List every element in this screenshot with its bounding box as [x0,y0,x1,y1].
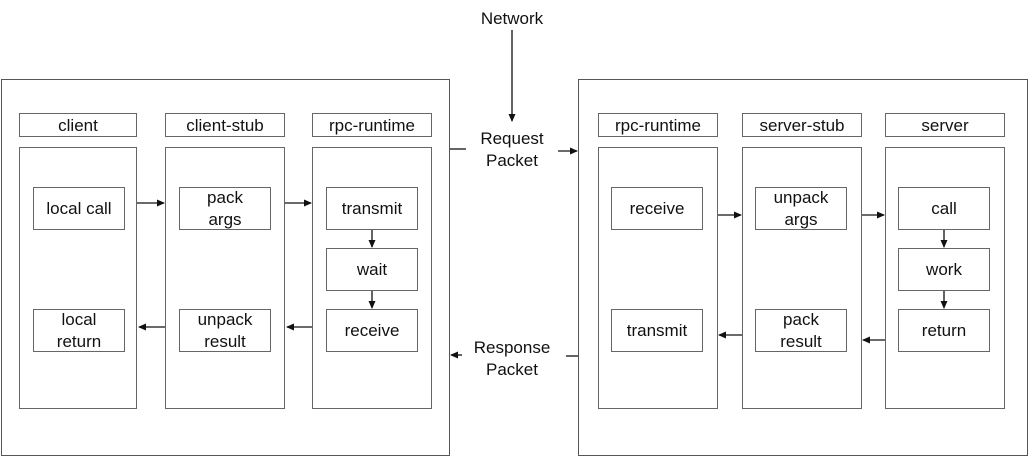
client-transmit-box: transmit [326,187,418,230]
server-transmit-box: transmit [611,309,703,352]
network-label: Network [480,9,544,28]
unpack-result-box: unpack result [179,309,271,352]
request-packet-label: Request Packet [480,129,544,170]
local-return-box: local return [33,309,125,352]
server-receive-box: receive [611,187,703,230]
client-wait-box: wait [326,248,418,291]
pack-args-box: pack args [179,187,271,230]
server-rpc-runtime-header: rpc-runtime [598,113,718,137]
server-stub-header: server-stub [742,113,862,137]
server-header: server [885,113,1005,137]
client-header: client [19,113,137,137]
client-rpc-runtime-header: rpc-runtime [312,113,432,137]
client-stub-header: client-stub [165,113,285,137]
response-packet-label: Response Packet [473,338,551,379]
pack-result-box: pack result [755,309,847,352]
client-receive-box: receive [326,309,418,352]
server-return-box: return [898,309,990,352]
server-work-box: work [898,248,990,291]
unpack-args-box: unpack args [755,187,847,230]
local-call-box: local call [33,187,125,230]
server-call-box: call [898,187,990,230]
